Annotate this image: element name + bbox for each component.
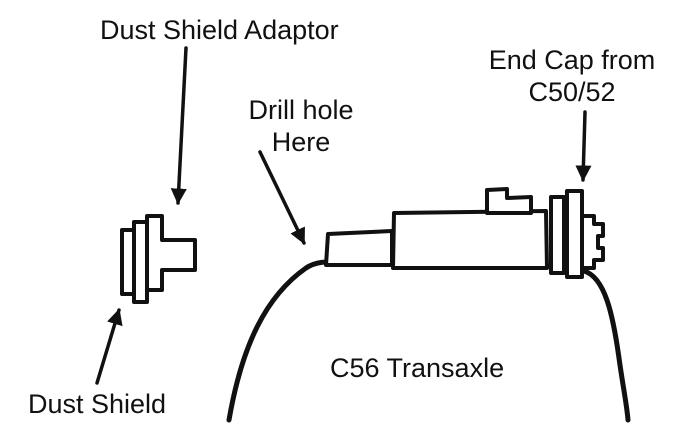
end-cap-plate-outer xyxy=(565,189,584,279)
transaxle-outline xyxy=(226,259,631,423)
label-drill-hole: Drill hole Here xyxy=(240,94,362,159)
end-cap-end-piece xyxy=(580,214,605,270)
label-transaxle: C56 Transaxle xyxy=(330,353,505,383)
end-cap-plate-inner xyxy=(549,195,566,275)
mount-step-block xyxy=(324,229,394,267)
label-drill-hole-line2: Here xyxy=(271,127,331,158)
label-dust-shield: Dust Shield xyxy=(28,389,167,419)
label-dust-shield-adaptor: Dust Shield Adaptor xyxy=(100,15,339,45)
label-end-cap-line2: C50/52 xyxy=(528,77,616,108)
label-end-cap: End Cap from C50/52 xyxy=(472,44,672,109)
arrow-to-end-cap xyxy=(575,110,592,182)
label-drill-hole-line1: Drill hole xyxy=(248,95,354,125)
arrow-to-dust-shield xyxy=(95,308,123,385)
housing-tabs xyxy=(485,187,533,215)
arrow-to-adaptor xyxy=(170,46,188,205)
label-end-cap-line1: End Cap from xyxy=(488,45,656,75)
main-housing-block xyxy=(391,209,549,270)
dust-shield-adaptor-body xyxy=(145,214,197,292)
arrow-to-drill-hole xyxy=(258,150,306,245)
